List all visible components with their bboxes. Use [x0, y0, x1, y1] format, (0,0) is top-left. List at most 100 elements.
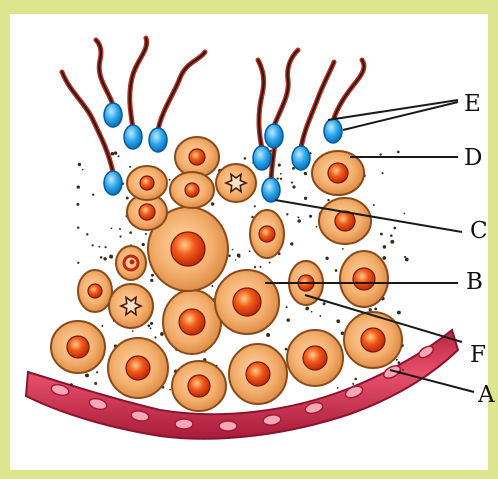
speckle	[78, 163, 81, 166]
speckle	[114, 151, 117, 154]
speckle	[402, 369, 404, 371]
germ-cell	[51, 321, 105, 373]
speckle	[109, 255, 113, 259]
speckle	[309, 215, 312, 218]
speckle	[129, 231, 132, 234]
speckle	[94, 382, 97, 385]
speckle	[169, 179, 171, 181]
speckle	[305, 307, 309, 311]
speckle	[142, 243, 145, 246]
sperm-head	[104, 171, 122, 195]
speckle	[77, 226, 79, 228]
germ-cell	[319, 198, 371, 244]
sperm-tail-core	[158, 52, 205, 130]
germ-cell	[170, 172, 214, 208]
speckle	[92, 244, 94, 246]
speckle	[211, 202, 214, 205]
speckle	[383, 245, 387, 249]
speckle	[286, 213, 288, 215]
label-d: D	[464, 147, 482, 170]
cell-layer	[51, 137, 402, 411]
speckle	[77, 262, 79, 264]
speckle	[369, 308, 372, 311]
sperm-head	[292, 146, 310, 170]
speckle	[169, 389, 171, 391]
speckle	[397, 311, 401, 315]
germ-cell	[215, 270, 279, 334]
speckle	[238, 255, 241, 258]
speckle	[379, 153, 381, 155]
speckle	[278, 164, 281, 167]
speckle	[101, 325, 103, 327]
speckle	[398, 361, 401, 364]
label-a: A	[478, 384, 495, 407]
speckle	[105, 246, 107, 248]
germ-cell	[287, 330, 343, 386]
speckle	[119, 228, 121, 230]
label-b: B	[466, 271, 483, 294]
germ-cell	[175, 137, 219, 177]
sperm-head	[265, 124, 283, 148]
speckle	[286, 306, 288, 308]
speckle	[85, 373, 89, 377]
speckle	[297, 219, 301, 223]
sperm-head	[149, 128, 167, 152]
germ-cell	[116, 246, 146, 280]
speckle	[235, 259, 237, 261]
sperm-head	[124, 125, 142, 149]
speckle	[290, 242, 293, 245]
speckle	[396, 359, 398, 361]
speckle	[280, 178, 282, 180]
speckle	[285, 348, 288, 351]
speckle	[147, 324, 150, 327]
sperm-tail	[158, 52, 205, 130]
speckle	[304, 172, 307, 175]
speckle	[393, 227, 396, 230]
speckle	[390, 240, 394, 244]
speckle	[336, 319, 340, 323]
speckle	[316, 226, 318, 228]
speckle	[277, 178, 279, 180]
speckle	[319, 315, 321, 317]
speckle	[232, 249, 234, 251]
sperm-tail	[274, 50, 298, 126]
speckle	[337, 387, 339, 389]
speckle	[77, 185, 80, 188]
germ-cell	[163, 290, 221, 354]
speckle	[150, 279, 153, 282]
speckle	[291, 182, 293, 184]
speckle	[304, 197, 307, 200]
speckle	[120, 235, 122, 237]
speckle	[244, 157, 247, 160]
speckle	[354, 378, 357, 381]
speckle	[150, 322, 153, 325]
speckle	[111, 152, 115, 156]
speckle	[323, 302, 326, 305]
speckle	[150, 327, 152, 329]
germ-cell	[78, 270, 112, 312]
speckle	[286, 318, 289, 321]
sperm-head	[253, 146, 271, 170]
speckle	[70, 383, 73, 386]
speckle	[132, 330, 134, 332]
speckle	[374, 308, 377, 311]
speckle	[404, 256, 406, 258]
speckle	[266, 333, 270, 337]
speckle	[103, 257, 106, 260]
speckle	[92, 194, 94, 196]
germ-cell	[108, 338, 168, 398]
speckle	[342, 248, 344, 250]
speckle	[397, 151, 400, 154]
germ-cell	[172, 361, 226, 411]
speckle	[390, 234, 393, 237]
speckle	[211, 285, 213, 287]
speckle	[160, 332, 164, 336]
sperm-tail-core	[333, 60, 364, 121]
germ-cell	[229, 344, 287, 404]
speckle	[100, 256, 103, 259]
speckle	[269, 262, 271, 264]
germ-cell	[109, 284, 153, 328]
label-e: E	[464, 93, 481, 116]
